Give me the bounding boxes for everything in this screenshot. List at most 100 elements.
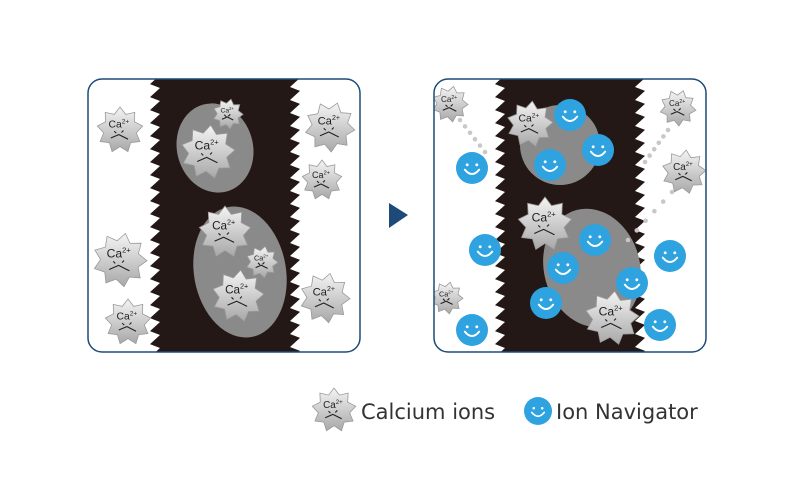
- ion-navigator: [554, 99, 586, 131]
- ion-charge: 2+: [532, 113, 540, 120]
- eye: [539, 298, 543, 302]
- calcium-star-icon: [517, 196, 573, 251]
- ion-charge: 2+: [451, 95, 457, 101]
- frown-mouth: [600, 322, 622, 330]
- calcium-star-icon: [246, 245, 279, 279]
- eyes: [673, 107, 682, 112]
- calcium-ion: Ca2+: [434, 85, 469, 123]
- eye: [635, 278, 639, 282]
- ion-navigator: [582, 134, 614, 166]
- ion-navigator: [534, 149, 566, 181]
- calcium-ion: Ca2+: [434, 281, 464, 315]
- frown-mouth: [108, 264, 130, 272]
- frown-mouth: [442, 106, 457, 112]
- path-dot: [647, 153, 652, 158]
- calcium-star-icon: [434, 281, 464, 315]
- calcium-star-icon: [213, 98, 244, 130]
- path-dot: [462, 124, 468, 129]
- eyes: [523, 124, 534, 128]
- path-dot: [661, 134, 666, 139]
- calcium-ion: Ca2+: [304, 102, 356, 153]
- legend-navigator-label: Ion Navigator: [556, 400, 698, 424]
- ion-label: Ca2+: [254, 253, 269, 262]
- ion-charge: 2+: [210, 137, 219, 146]
- eyes: [678, 172, 688, 176]
- eye: [601, 145, 605, 149]
- ion-charge: 2+: [130, 311, 138, 318]
- before-panel: Ca2+Ca2+Ca2+Ca2+Ca2+Ca2+Ca2+Ca2+Ca2+Ca2+…: [88, 79, 360, 352]
- calcium-ion: Ca2+: [198, 205, 252, 258]
- calcium-ion: Ca2+: [93, 232, 148, 288]
- eye: [478, 245, 482, 249]
- frown-mouth: [221, 116, 234, 121]
- calcium-star-icon: [198, 205, 252, 258]
- path-dot: [467, 130, 473, 136]
- calcium-ion: Ca2+: [96, 106, 144, 153]
- ion-navigator: [530, 287, 562, 319]
- ion-navigator-icon: [524, 397, 552, 425]
- legend: Ca2+ Calcium ions Ion Navigator: [311, 387, 698, 432]
- ion-charge: 2+: [122, 245, 131, 254]
- ion-navigator: [644, 309, 676, 341]
- calcium-star-icon: [96, 106, 144, 153]
- eyes: [537, 224, 550, 228]
- eye: [625, 278, 629, 282]
- frown-mouth: [118, 325, 137, 332]
- ion-label: Ca2+: [323, 399, 343, 411]
- calcium-star-icon: [301, 159, 343, 200]
- smile: [661, 256, 679, 263]
- legend-calcium-label: Calcium ions: [361, 400, 495, 424]
- ion-charge: 2+: [263, 254, 268, 259]
- ion-charge: 2+: [547, 209, 556, 218]
- eyes: [113, 130, 124, 134]
- path-dot: [625, 237, 631, 243]
- path-dot: [651, 146, 657, 152]
- eyes: [323, 127, 335, 131]
- ion-charge: 2+: [122, 119, 130, 126]
- eye: [663, 251, 667, 255]
- eyes: [604, 318, 617, 322]
- ion-charge: 2+: [448, 290, 453, 295]
- ion-navigator: [547, 252, 579, 284]
- ion-navigator-icon: [579, 224, 611, 256]
- ion-navigator: [456, 314, 488, 346]
- ion-charge: 2+: [332, 115, 340, 122]
- frown-mouth: [227, 300, 248, 307]
- calcium-ion: Ca2+: [507, 100, 554, 147]
- eyes: [231, 296, 243, 300]
- frown-mouth: [670, 110, 685, 116]
- eyes: [200, 152, 213, 156]
- eye: [556, 263, 560, 267]
- calcium-star-icon: [181, 124, 236, 179]
- smile: [530, 411, 546, 418]
- ion-label: Ca2+: [673, 161, 693, 173]
- eyes: [223, 113, 231, 118]
- eye: [549, 298, 553, 302]
- eye: [663, 320, 667, 324]
- smile: [561, 115, 579, 122]
- frown-mouth: [214, 236, 235, 243]
- frown-mouth: [314, 302, 334, 309]
- ion-navigator-icon: [456, 314, 488, 346]
- calcium-ion: Ca2+: [104, 298, 152, 345]
- eyes: [445, 103, 454, 108]
- ion-navigator: [579, 224, 611, 256]
- ion-label: Ca2+: [221, 106, 235, 115]
- eyes: [112, 260, 125, 264]
- path-dot: [634, 228, 640, 233]
- frown-mouth: [196, 156, 218, 164]
- ion-navigator-icon: [469, 234, 501, 266]
- calcium-star-icon: [585, 290, 640, 345]
- ion-charge: 2+: [240, 282, 248, 291]
- frown-mouth: [440, 300, 453, 305]
- calcium-ion: Ca2+: [213, 98, 244, 130]
- smile: [651, 325, 669, 332]
- eye: [475, 325, 479, 329]
- frown-mouth: [313, 183, 330, 189]
- eye: [543, 160, 547, 164]
- smile: [476, 250, 494, 257]
- calcium-ion-icon: Ca2+: [311, 387, 357, 432]
- calcium-ion: Ca2+: [659, 90, 697, 127]
- eyes: [328, 410, 338, 414]
- calcium-ion: Ca2+: [662, 149, 706, 194]
